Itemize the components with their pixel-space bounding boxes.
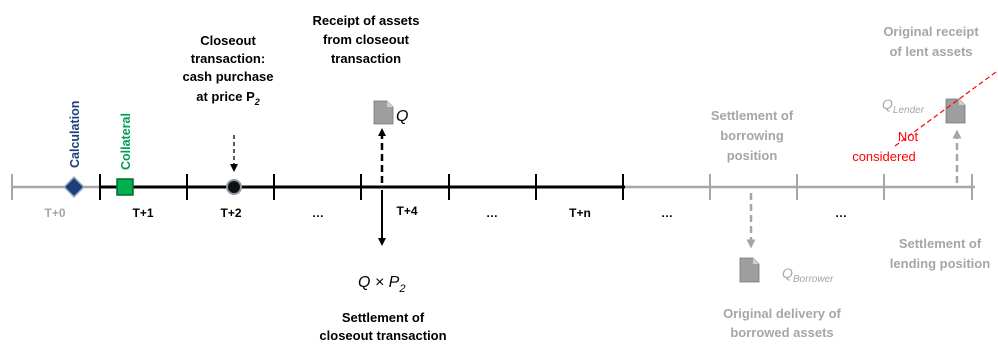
svg-text:lending position: lending position — [890, 256, 990, 271]
not-considered-label: Not considered — [852, 129, 918, 164]
tick-label-ellipsis-1: … — [312, 206, 324, 220]
tick-label-t2: T+2 — [220, 206, 241, 220]
svg-text:considered: considered — [852, 149, 916, 164]
tick-label-ellipsis-3: … — [661, 206, 673, 220]
calculation-label: Calculation — [68, 101, 82, 168]
svg-text:borrowing: borrowing — [720, 128, 784, 143]
svg-text:at price P2: at price P2 — [196, 89, 260, 107]
svg-text:of lent assets: of lent assets — [889, 44, 972, 59]
tick-marks — [11, 174, 973, 200]
svg-text:closeout transaction: closeout transaction — [319, 328, 446, 343]
tick-label-ellipsis-2: … — [486, 206, 498, 220]
q-borrower-label: QBorrower — [782, 265, 834, 285]
svg-text:cash purchase: cash purchase — [182, 69, 273, 84]
tick-label-ellipsis-4: … — [835, 206, 847, 220]
document-icon — [945, 98, 966, 124]
closeout-purchase-label: Closeout transaction: cash purchase at p… — [182, 33, 273, 107]
svg-text:transaction:: transaction: — [191, 51, 265, 66]
settlement-lending-label: Settlement of lending position — [890, 236, 990, 271]
not-considered-strike — [894, 71, 997, 147]
svg-text:transaction: transaction — [331, 51, 401, 66]
original-receipt-label: Original receipt of lent assets — [883, 24, 979, 59]
svg-text:Not: Not — [898, 129, 919, 144]
svg-text:Receipt of assets: Receipt of assets — [313, 13, 420, 28]
q-times-p-label: Q × P2 — [358, 274, 405, 295]
q-lender-label: QLender — [882, 96, 925, 116]
svg-text:Original receipt: Original receipt — [883, 24, 979, 39]
svg-text:Settlement of: Settlement of — [711, 108, 794, 123]
tick-label-t4: T+4 — [396, 204, 417, 218]
tick-label-tn: T+n — [569, 206, 591, 220]
svg-text:Settlement of: Settlement of — [899, 236, 982, 251]
calculation-diamond — [63, 176, 85, 198]
receipt-q-label: Q — [396, 108, 408, 125]
svg-text:from closeout: from closeout — [323, 32, 410, 47]
settlement-borrowing-label: Settlement of borrowing position — [711, 108, 794, 163]
closeout-purchase-point — [226, 179, 242, 195]
tick-label-t0: T+0 — [44, 206, 65, 220]
original-delivery-label: Original delivery of borrowed assets — [723, 306, 841, 340]
svg-text:Settlement of: Settlement of — [342, 310, 425, 325]
document-icon — [373, 100, 394, 125]
svg-text:position: position — [727, 148, 778, 163]
svg-text:Closeout: Closeout — [200, 33, 256, 48]
collateral-square — [116, 178, 134, 196]
tick-label-t1: T+1 — [132, 206, 153, 220]
svg-text:Original delivery of: Original delivery of — [723, 306, 841, 321]
collateral-label: Collateral — [119, 113, 133, 170]
settlement-closeout-label: Settlement of closeout transaction — [319, 310, 446, 343]
receipt-closeout-label: Receipt of assets from closeout transact… — [313, 13, 420, 66]
svg-text:borrowed assets: borrowed assets — [730, 325, 833, 340]
document-icon — [739, 257, 760, 283]
